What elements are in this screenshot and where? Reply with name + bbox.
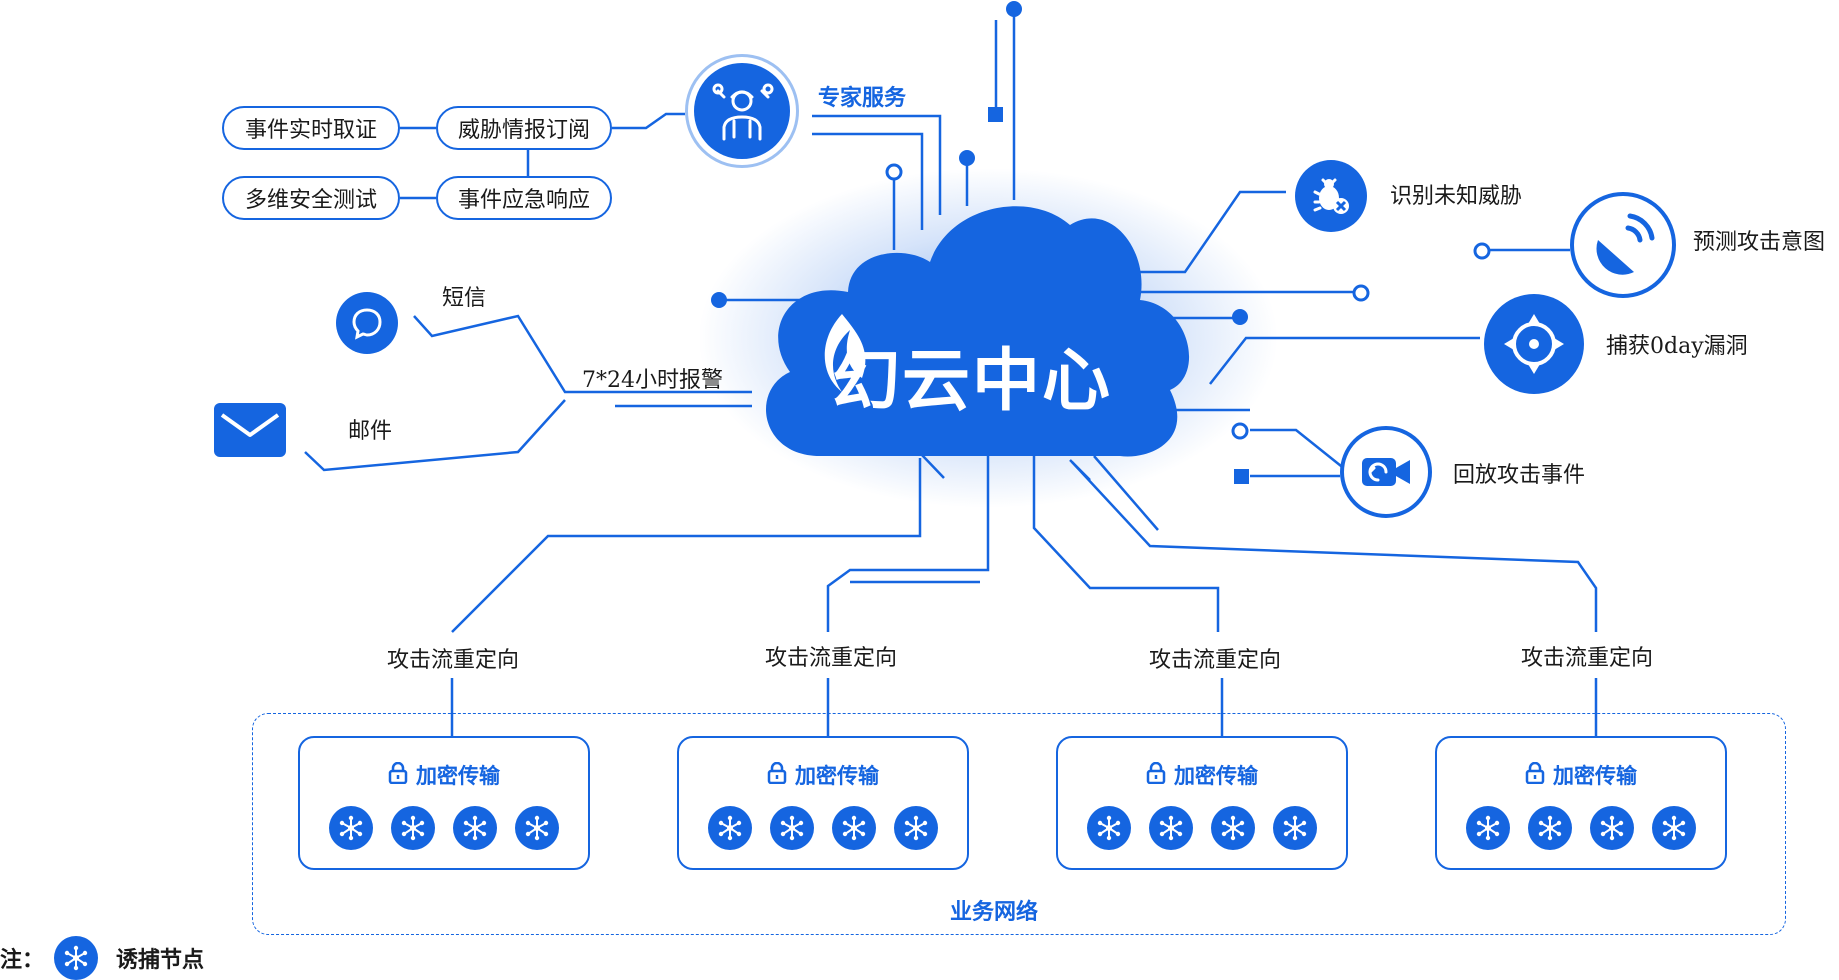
decoy-node-icon [1149,806,1193,850]
decoy-node-group-4: 加密传输 [1435,736,1727,870]
decoy-node-icon [708,806,752,850]
replay-camera-icon [1340,426,1432,518]
legend-decoy-node-label: 诱捕节点 [116,948,205,973]
decoy-node-icon [329,806,373,850]
mail-label: 邮件 [348,419,393,444]
service-pill-security-test: 多维安全测试 [222,176,400,220]
capture-0day-label: 捕获0day漏洞 [1606,334,1748,359]
redirect-label-4: 攻击流重定向 [1521,646,1654,671]
mail-envelope-icon [214,403,286,457]
encrypted-transfer-label: 加密传输 [795,764,879,788]
decoy-node-icon [1652,806,1696,850]
target-capture-icon [1484,294,1584,394]
service-pill-threat-intel: 威胁情报订阅 [436,106,612,150]
sms-chat-icon [336,292,398,354]
decoy-node-icon [54,936,99,980]
predict-intent-label: 预测攻击意图 [1693,230,1826,255]
decoy-node-icon [1087,806,1131,850]
expert-service-label: 专家服务 [818,86,907,111]
bug-threat-icon [1295,160,1367,232]
alarm-label: 7*24小时报警 [582,368,723,393]
lock-icon [767,761,787,788]
legend-prefix: 注： [0,948,45,973]
lock-icon [1146,761,1166,788]
cloud-center-title: 幻云中心 [832,342,1113,421]
cloud-shape [766,206,1190,457]
decoy-node-icon [1590,806,1634,850]
redirect-label-2: 攻击流重定向 [765,646,898,671]
decoy-node-icon [453,806,497,850]
decoy-node-icon [832,806,876,850]
decoy-node-group-2: 加密传输 [677,736,969,870]
decoy-node-icon [391,806,435,850]
legend: 注： 诱捕节点 [0,936,204,980]
redirect-label-1: 攻击流重定向 [387,648,520,673]
replay-event-label: 回放攻击事件 [1453,463,1586,488]
radar-predict-icon [1570,192,1676,298]
decoy-node-icon [1528,806,1572,850]
business-network-label: 业务网络 [950,900,1039,925]
decoy-node-icon [894,806,938,850]
service-pill-incident-response: 事件应急响应 [436,176,612,220]
decoy-node-icon [1273,806,1317,850]
service-pill-forensics: 事件实时取证 [222,106,400,150]
encrypted-transfer-label: 加密传输 [1174,764,1258,788]
identify-threat-label: 识别未知威胁 [1390,184,1523,209]
decoy-node-icon [1211,806,1255,850]
decoy-node-icon [770,806,814,850]
sms-label: 短信 [442,286,487,311]
encrypted-transfer-label: 加密传输 [1553,764,1637,788]
expert-service-badge [685,54,799,168]
redirect-label-3: 攻击流重定向 [1149,648,1282,673]
lock-icon [1525,761,1545,788]
encrypted-transfer-label: 加密传输 [416,764,500,788]
decoy-node-icon [515,806,559,850]
decoy-node-icon [1466,806,1510,850]
decoy-node-group-3: 加密传输 [1056,736,1348,870]
decoy-node-group-1: 加密传输 [298,736,590,870]
lock-icon [388,761,408,788]
business-network-boundary [252,713,1786,935]
expert-mechanic-icon [694,63,790,159]
